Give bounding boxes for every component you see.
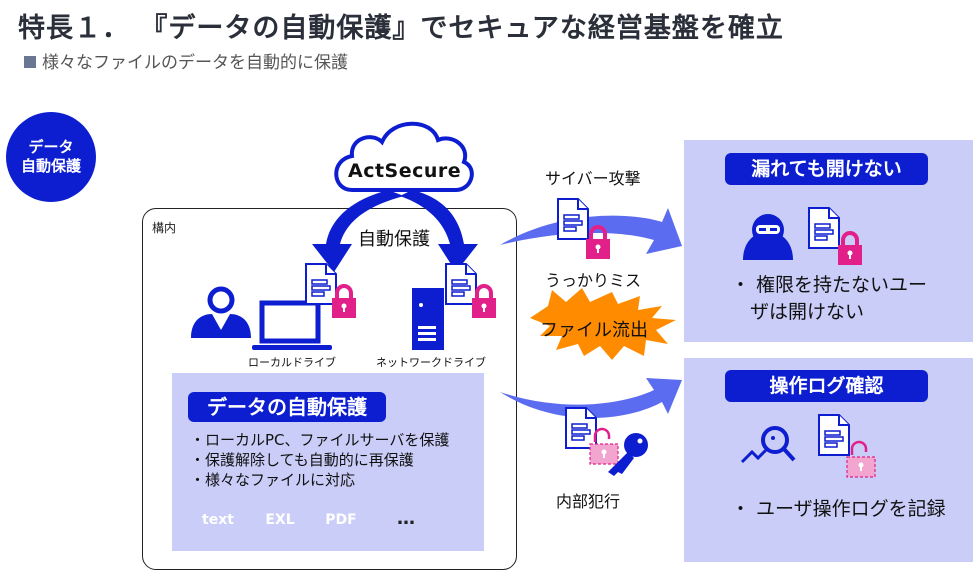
feature-bullet: ・ローカルPC、ファイルサーバを保護 (190, 431, 450, 449)
feature-bullet: ・様々なファイルに対応 (190, 471, 356, 489)
lock-icon-result1 (836, 231, 864, 267)
insider-label: 内部犯行 (556, 492, 621, 511)
auto-protect-arrow-left (312, 190, 404, 272)
leak-burst-icon (530, 288, 676, 360)
leak-burst-label: ファイル流出 (540, 320, 648, 341)
document-icon-local (305, 263, 337, 305)
file-type-label: text (202, 512, 234, 528)
document-icon-threat (557, 198, 589, 240)
result-text-line: ・ ユーザ操作ログを記録 (731, 498, 946, 520)
key-icon (608, 433, 648, 476)
user-icon (191, 286, 251, 338)
unlocked-lock-icon-insider (588, 427, 620, 466)
feature-bullet: ・保護解除しても自動的に再保護 (190, 451, 414, 469)
square-bullet-icon (24, 56, 36, 68)
file-type-label: PDF (325, 512, 357, 528)
leak-arrow-bottom (500, 378, 682, 418)
more-file-types: … (397, 508, 415, 529)
actsecure-label: ActSecure (348, 160, 462, 182)
page-subtitle: 様々なファイルのデータを自動的に保護 (24, 48, 348, 73)
log-search-icon (740, 426, 796, 464)
document-icon-insider (565, 407, 597, 449)
document-icon-network (445, 263, 477, 305)
lock-icon-local (330, 284, 358, 320)
auto-protect-label: 自動保護 (356, 225, 432, 251)
document-icon-result2 (818, 414, 850, 456)
server-icon (412, 288, 444, 350)
network-drive-label: ネットワークドライブ (376, 356, 486, 369)
document-icon-result1 (808, 207, 840, 249)
file-type-label: EXL (265, 512, 295, 528)
premises-label: 構内 (152, 221, 177, 235)
feature-title: データの自動保護 (188, 392, 386, 422)
badge-line1: データ (28, 138, 74, 156)
auto-protect-arrow-right (400, 190, 478, 272)
feature-badge: データ 自動保護 (6, 112, 96, 202)
laptop-icon (252, 300, 332, 350)
cloud-icon (334, 121, 474, 192)
cyber-attack-label: サイバー攻撃 (545, 169, 641, 188)
subtitle-text: 様々なファイルのデータを自動的に保護 (42, 53, 348, 73)
result-title-cannot-open: 漏れても開けない (725, 153, 928, 185)
lock-icon-network (470, 284, 498, 320)
careless-mistake-label: うっかりミス (545, 271, 642, 290)
result-title-operation-log: 操作ログ確認 (725, 370, 928, 402)
local-drive-label: ローカルドライブ (248, 356, 336, 369)
unlocked-lock-icon-result2 (845, 440, 877, 479)
result-text-line: ザは開けない (731, 301, 865, 323)
page-title: 特長１． 『データの自動保護』でセキュアな経営基盤を確立 (18, 13, 784, 44)
hacker-icon (743, 214, 793, 260)
badge-line2: 自動保護 (20, 157, 81, 175)
result-text-line: ・ 権限を持たないユー (731, 274, 928, 296)
